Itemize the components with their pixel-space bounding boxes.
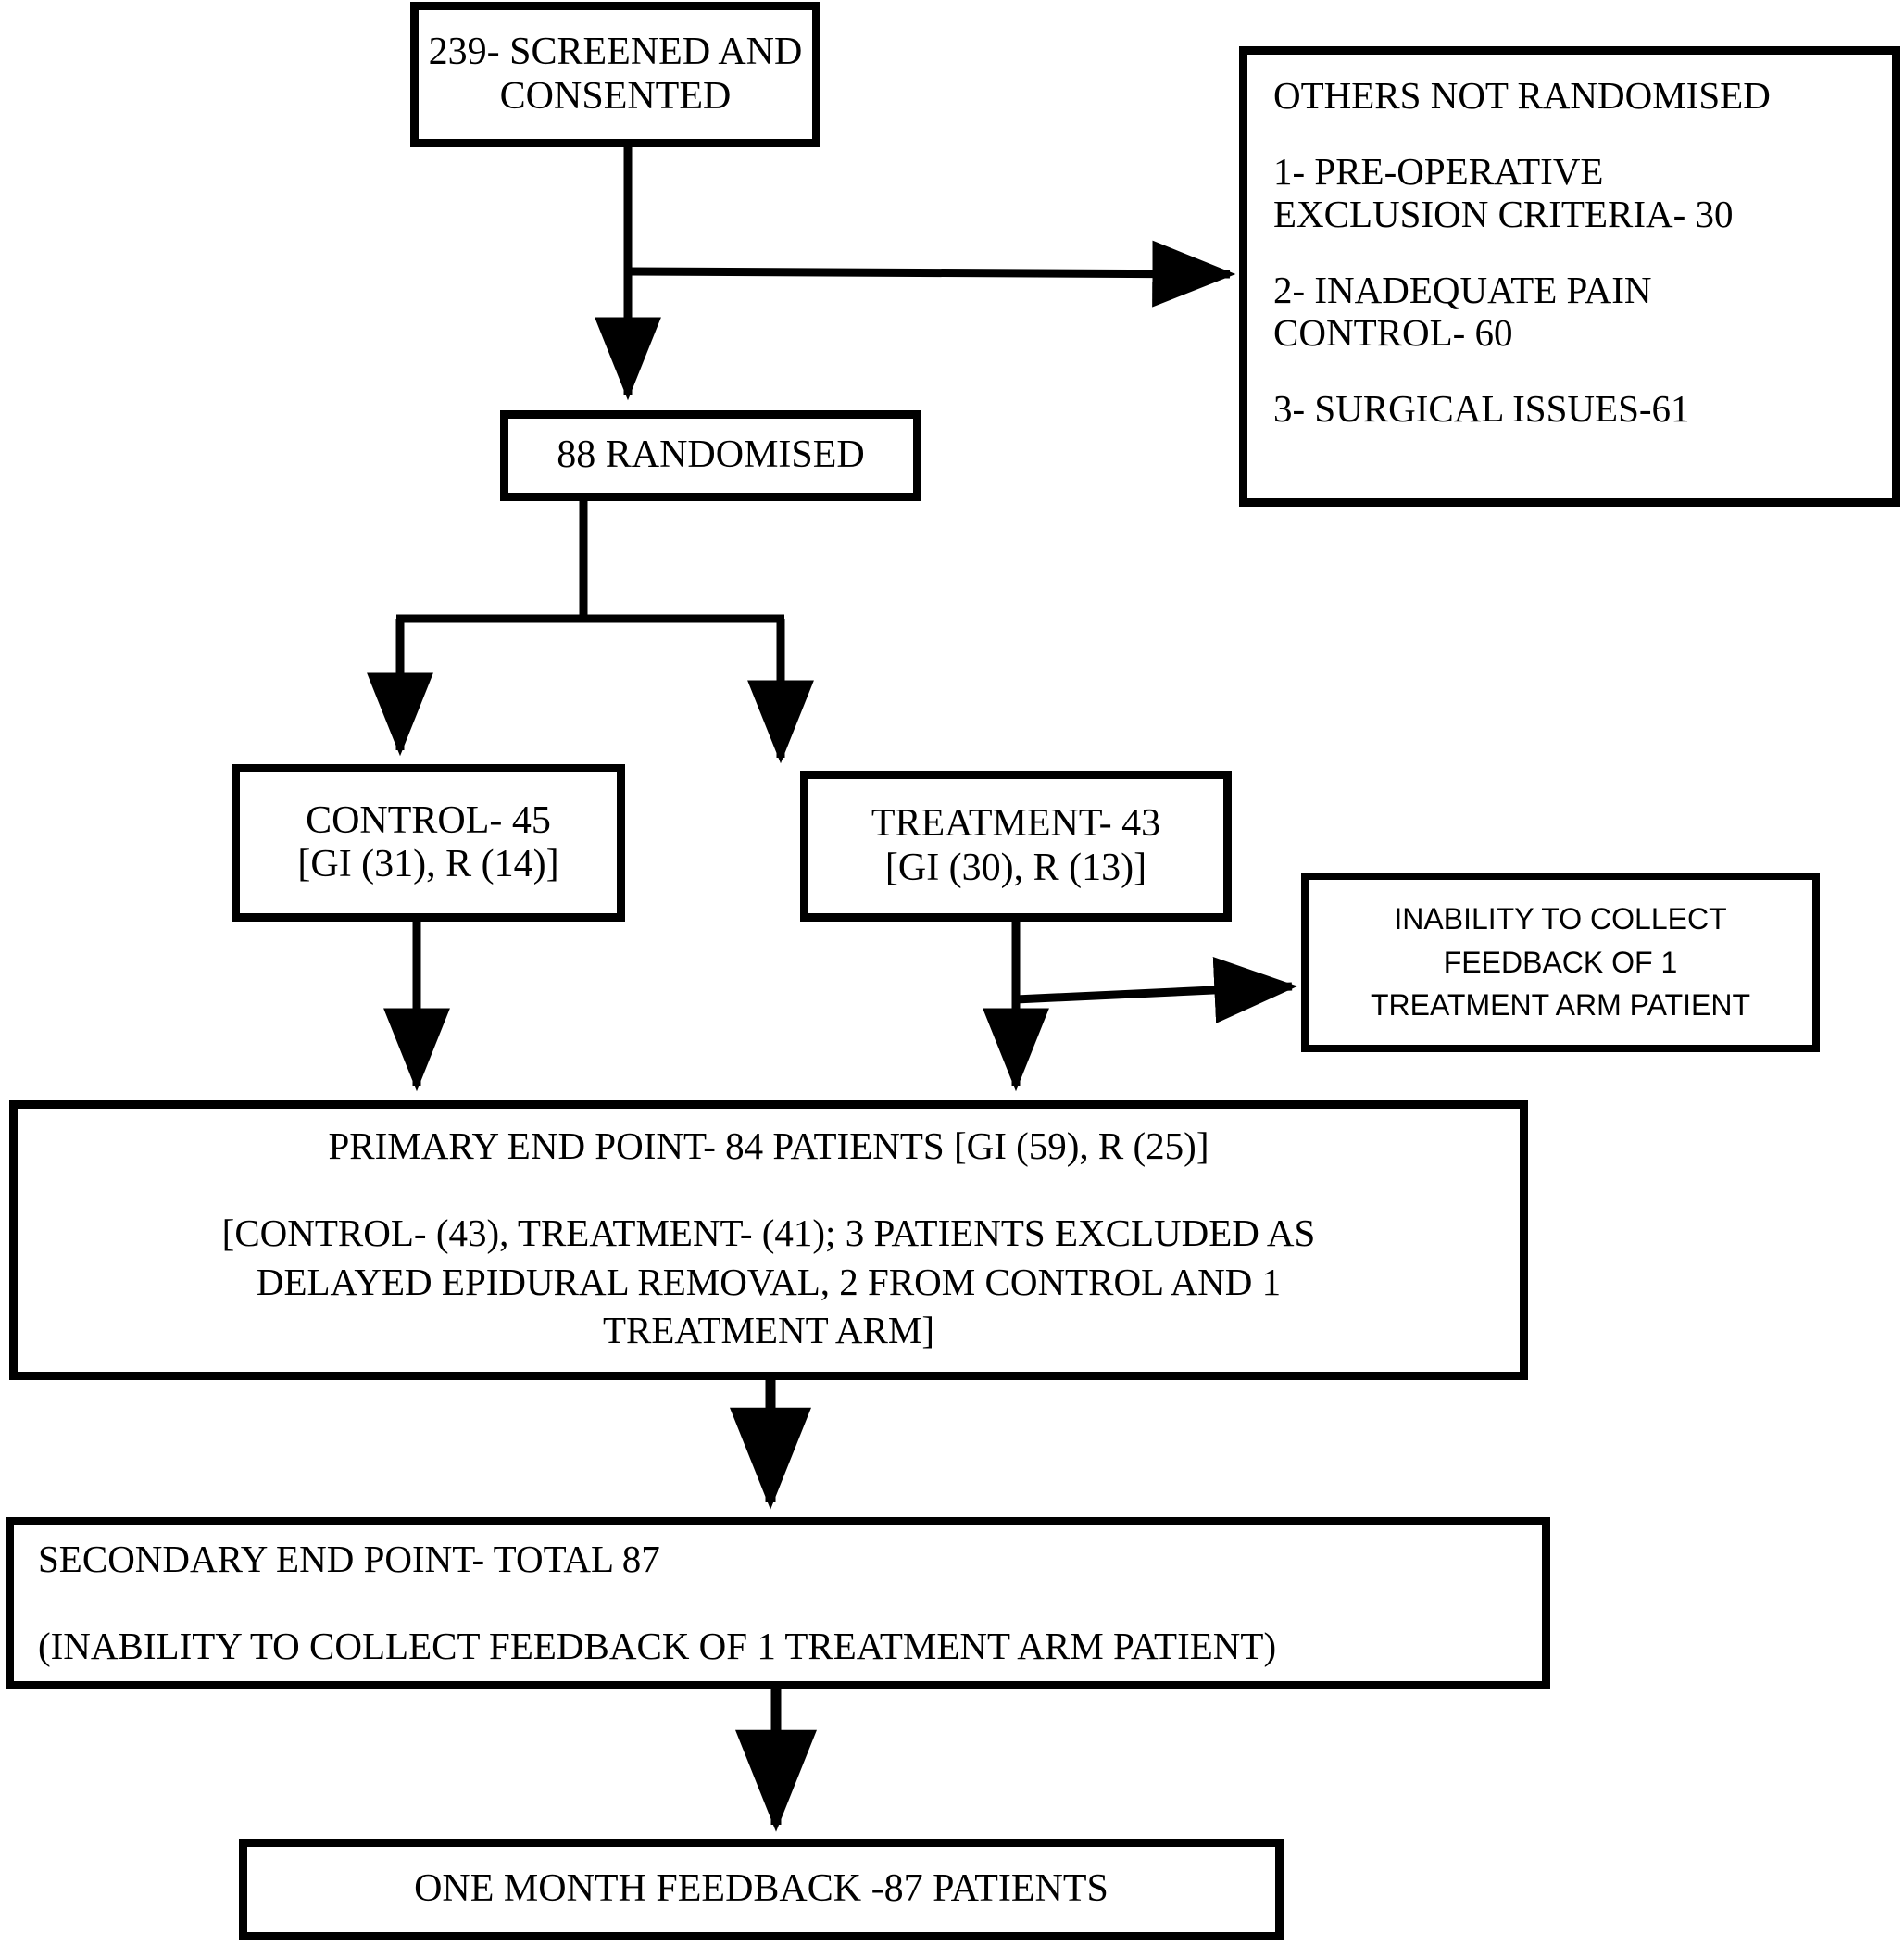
- node-control-arm[interactable]: CONTROL- 45 [GI (31), R (14)]: [232, 764, 625, 922]
- node-randomised[interactable]: 88 RANDOMISED: [500, 410, 921, 501]
- not-randomised-item-1: 1- PRE-OPERATIVE EXCLUSION CRITERIA- 30: [1273, 149, 1734, 235]
- node-treatment-arm[interactable]: TREATMENT- 43 [GI (30), R (13)]: [800, 771, 1232, 922]
- node-screened-line-1: 239- SCREENED AND: [428, 31, 803, 74]
- node-secondary-line-1: SECONDARY END POINT- TOTAL 87: [38, 1538, 660, 1581]
- not-randomised-item-3: 3- SURGICAL ISSUES-61: [1273, 386, 1690, 430]
- node-screened-and-consented[interactable]: 239- SCREENED AND CONSENTED: [410, 2, 820, 147]
- node-secondary-line-2: (INABILITY TO COLLECT FEEDBACK OF 1 TREA…: [38, 1625, 1277, 1667]
- node-control-line-1: CONTROL- 45: [306, 798, 551, 842]
- node-primary-line-1: PRIMARY END POINT- 84 PATIENTS [GI (59),…: [328, 1124, 1209, 1168]
- node-primary-line-2: [CONTROL- (43), TREATMENT- (41); 3 PATIE…: [221, 1212, 1316, 1352]
- edge-randomised-split: [367, 501, 814, 764]
- node-treatment-line-2: [GI (30), R (13)]: [884, 846, 1147, 889]
- node-screened-line-2: CONSENTED: [499, 74, 732, 118]
- node-others-not-randomised[interactable]: OTHERS NOT RANDOMISED 1- PRE-OPERATIVE E…: [1239, 46, 1900, 507]
- node-feedback-label: ONE MONTH FEEDBACK -87 PATIENTS: [414, 1867, 1109, 1911]
- node-treatment-line-1: TREATMENT- 43: [871, 802, 1161, 846]
- node-secondary-end-point[interactable]: SECONDARY END POINT- TOTAL 87 (INABILITY…: [6, 1517, 1550, 1689]
- node-inability-text: INABILITY TO COLLECT FEEDBACK OF 1 TREAT…: [1370, 902, 1751, 1023]
- edge-screened-to-not-randomised: [627, 240, 1236, 308]
- node-inability-to-collect-feedback[interactable]: INABILITY TO COLLECT FEEDBACK OF 1 TREAT…: [1301, 873, 1820, 1052]
- not-randomised-item-2: 2- INADEQUATE PAIN CONTROL- 60: [1273, 268, 1652, 354]
- edge-treatment-to-inability: [1015, 956, 1298, 1023]
- node-control-line-2: [GI (31), R (14)]: [297, 843, 559, 885]
- node-primary-end-point[interactable]: PRIMARY END POINT- 84 PATIENTS [GI (59),…: [9, 1100, 1528, 1380]
- not-randomised-heading: OTHERS NOT RANDOMISED: [1273, 74, 1771, 117]
- node-randomised-label: 88 RANDOMISED: [557, 433, 865, 477]
- node-one-month-feedback[interactable]: ONE MONTH FEEDBACK -87 PATIENTS: [239, 1839, 1284, 1940]
